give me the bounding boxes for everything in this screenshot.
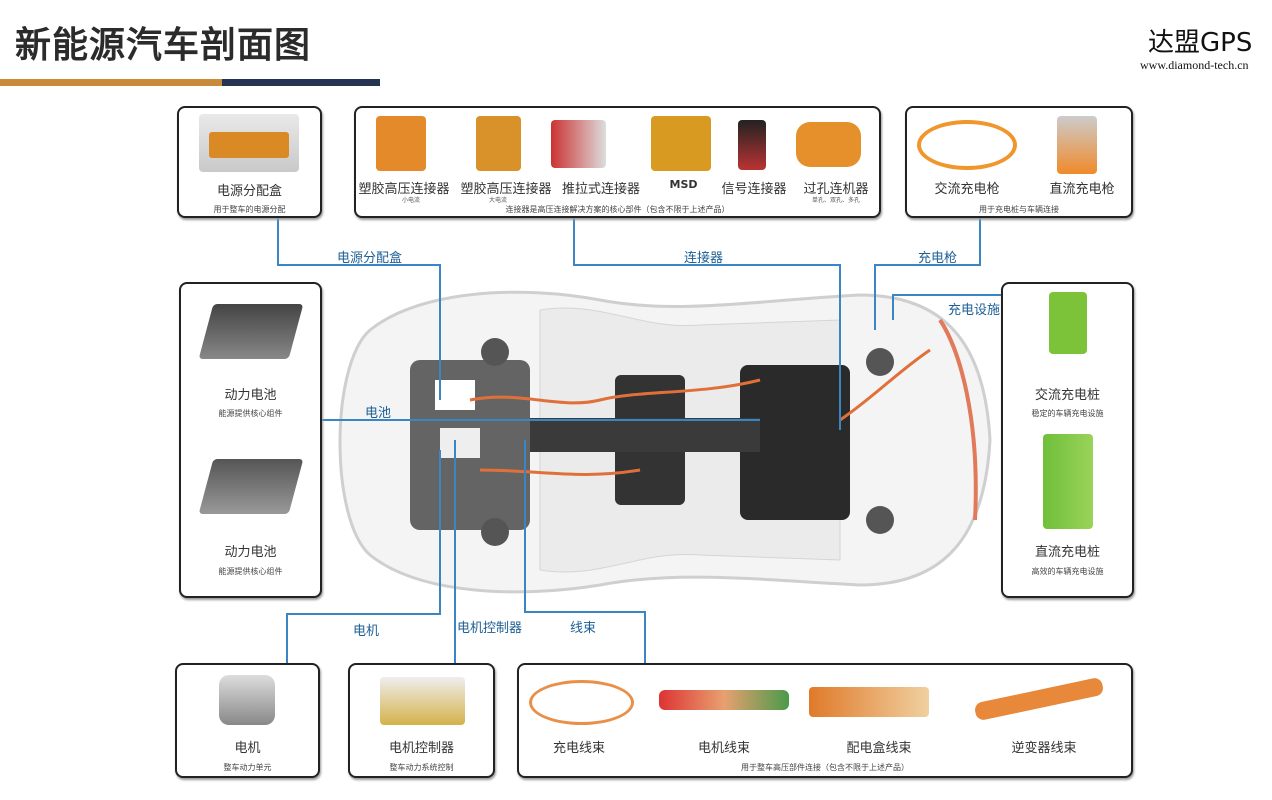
connector-note: 小电流 [402,197,421,204]
controller-box: 电机控制器 整车动力系统控制 [348,663,495,778]
controller-image [380,677,465,725]
charging-guns-box: 交流充电枪 直流充电枪 用于充电桩与车辆连接 [905,106,1133,218]
guns-desc: 用于充电桩与车辆连接 [979,205,1059,214]
motor-box: 电机 整车动力单元 [175,663,320,778]
callout-controller: 电机控制器 [457,621,523,636]
connectors-box: 塑胶高压连接器 小电流 塑胶高压连接器 大电流 推拉式连接器 MSD 信号连接器… [354,106,881,218]
harness-label: 逆变器线束 [1011,741,1077,756]
controller-desc: 整车动力系统控制 [389,763,454,772]
callout-lines [277,218,1001,663]
connector-label: 过孔连机器 [803,182,869,197]
connector-image [796,122,861,167]
harness-image [659,690,789,710]
battery-box: 动力电池 能源提供核心组件 动力电池 能源提供核心组件 [179,282,322,598]
battery-label: 动力电池 [224,545,277,560]
pdu-box: 电源分配盒 用于整车的电源分配 [177,106,322,218]
harness-image [973,676,1105,722]
harness-image [529,680,634,725]
motor-desc: 整车动力单元 [223,763,272,772]
navy-divider [222,79,380,86]
harness-desc: 用于整车高压部件连接（包含不限于上述产品） [741,763,909,772]
callout-pdu: 电源分配盒 [337,251,403,266]
charging-piles-box: 交流充电桩 稳定的车辆充电设施 直流充电桩 高效的车辆充电设施 [1001,282,1134,598]
callout-motor: 电机 [353,624,380,639]
battery-desc: 能源提供核心组件 [218,567,283,576]
pdu-label: 电源分配盒 [216,184,282,199]
pile-desc: 稳定的车辆充电设施 [1031,409,1104,418]
harness-image [809,687,929,717]
callout-connector: 连接器 [684,251,724,266]
battery-desc: 能源提供核心组件 [218,409,283,418]
ac-pile-image [1049,292,1087,354]
connectors-desc: 连接器是高压连接解决方案的核心部件（包含不限于上述产品） [505,205,730,214]
pile-label: 直流充电桩 [1034,545,1100,560]
pile-desc: 高效的车辆充电设施 [1031,567,1104,576]
dc-gun-image [1057,116,1097,174]
gold-divider [0,79,222,86]
harness-label: 电机线束 [697,741,750,756]
connector-image [476,116,521,171]
callout-facility: 充电设施 [948,303,1001,318]
battery-label: 动力电池 [224,388,277,403]
connector-image [376,116,426,171]
callout-battery: 电池 [365,406,392,421]
controller-label: 电机控制器 [388,741,454,756]
brand-logo: 达盟GPS [1148,28,1253,58]
battery-image [198,304,304,359]
msd-image [651,116,711,171]
gun-label: 直流充电枪 [1049,182,1115,197]
connector-note: 单孔、双孔、多孔 [812,197,861,204]
pdu-image [199,114,299,172]
ac-gun-image [917,120,1017,170]
dc-pile-image [1043,434,1093,529]
harness-label: 配电盒线束 [846,741,912,756]
callout-gun: 充电枪 [918,251,958,266]
callout-harness: 线束 [570,621,597,636]
motor-label: 电机 [234,741,261,756]
brand-url: www.diamond-tech.cn [1140,58,1249,72]
connector-label: 塑胶高压连接器 [358,182,450,197]
connector-label: 信号连接器 [721,182,787,197]
connector-label: MSD [669,178,698,191]
car-body [338,290,992,594]
page-title: 新能源汽车剖面图 [15,25,312,66]
connector-image [738,120,766,170]
connector-label: 塑胶高压连接器 [460,182,552,197]
gun-label: 交流充电枪 [934,182,1000,197]
connector-label: 推拉式连接器 [561,182,640,197]
connector-image [551,120,606,168]
pile-label: 交流充电桩 [1034,388,1100,403]
motor-image [219,675,275,725]
pdu-desc: 用于整车的电源分配 [213,205,286,214]
harness-label: 充电线束 [552,741,605,756]
harness-box: 充电线束 电机线束 配电盒线束 逆变器线束 用于整车高压部件连接（包含不限于上述… [517,663,1133,778]
battery-image [198,459,304,514]
connector-note: 大电流 [489,197,508,204]
